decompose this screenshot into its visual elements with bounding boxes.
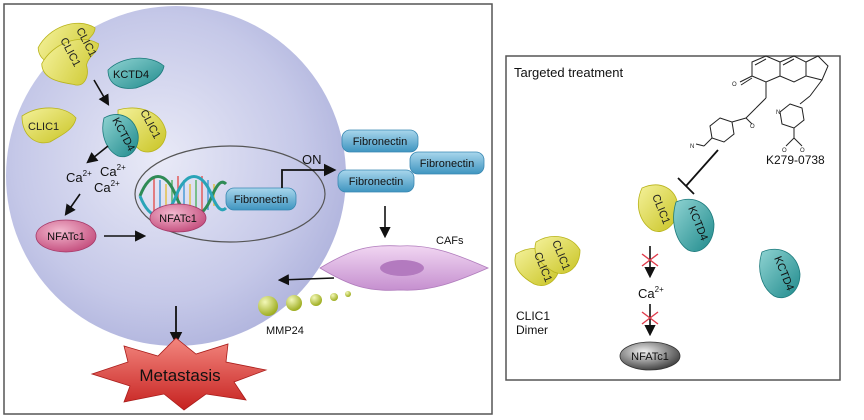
on-label: ON bbox=[302, 152, 322, 167]
kctd4-free-right: KCTD4 bbox=[759, 248, 801, 299]
svg-text:N: N bbox=[776, 110, 780, 116]
calcium-ions: Ca2+ Ca2+ Ca2+ bbox=[66, 163, 126, 195]
right-panel-title: Targeted treatment bbox=[514, 65, 624, 80]
k279-0738-atom-labels: O O N N O O bbox=[690, 82, 805, 154]
fibronectin-label: Fibronectin bbox=[420, 158, 474, 170]
nucleus bbox=[134, 145, 326, 243]
clic1-dimer-top: CLIC1 CLIC1 bbox=[37, 23, 100, 86]
nfatc1-label: NFATc1 bbox=[47, 231, 85, 243]
k279-0738-structure bbox=[695, 55, 829, 147]
calcium-label: Ca2+ bbox=[100, 163, 126, 179]
tumor-cell bbox=[6, 6, 346, 346]
svg-text:O: O bbox=[732, 82, 737, 88]
compound-label: K279-0738 bbox=[766, 153, 825, 167]
fibronectin-label: Fibronectin bbox=[353, 136, 407, 148]
cafs-label: CAFs bbox=[436, 235, 464, 247]
metastasis-burst: Metastasis bbox=[90, 337, 268, 411]
calcium-label: Ca2+ bbox=[638, 285, 664, 301]
calcium-label: Ca2+ bbox=[66, 169, 92, 185]
block-cross-icon bbox=[641, 253, 659, 267]
calcium-arrow bbox=[86, 145, 109, 164]
fibronectin-label: Fibronectin bbox=[349, 176, 403, 188]
metastasis-label: Metastasis bbox=[139, 366, 220, 385]
nfatc1-label: NFATc1 bbox=[159, 213, 197, 225]
nfatc1-activation-arrow bbox=[64, 193, 81, 216]
clic1-dimer-right: CLIC1 CLIC1 bbox=[514, 236, 581, 286]
fibronectin-gene: Fibronectin bbox=[225, 187, 297, 211]
mmp24-particles bbox=[258, 291, 351, 316]
nfatc1-nuclear: NFATc1 bbox=[149, 203, 207, 233]
caf-feedback-arrow bbox=[277, 274, 335, 286]
kctd4-treated: KCTD4 bbox=[673, 198, 715, 252]
calcium-label: Ca2+ bbox=[94, 179, 120, 195]
clic1-treated: CLIC1 bbox=[638, 184, 679, 232]
kctd4-monomer-top: KCTD4 bbox=[107, 57, 165, 89]
clic1-monomer-left: CLIC1 bbox=[21, 107, 77, 144]
svg-text:O: O bbox=[782, 148, 787, 154]
clic1-label: CLIC1 bbox=[28, 121, 59, 133]
binding-arrow bbox=[93, 79, 110, 106]
kctd4-label: KCTD4 bbox=[113, 69, 149, 81]
fibronectin-label: Fibronectin bbox=[234, 194, 288, 206]
block-cross-icon bbox=[641, 311, 659, 325]
nfatc1-inactive: NFATc1 bbox=[619, 341, 681, 371]
nfatc1-cytoplasm: NFATc1 bbox=[35, 219, 97, 253]
fibronectin-secreted-3: Fibronectin bbox=[337, 169, 415, 193]
svg-text:O: O bbox=[750, 124, 755, 130]
fibronectin-secreted-2: Fibronectin bbox=[409, 151, 485, 175]
inhibition-bar bbox=[677, 149, 719, 195]
svg-text:N: N bbox=[690, 144, 694, 150]
dimer-caption-line1: CLIC1 bbox=[516, 309, 550, 323]
transcription-on-arrow bbox=[281, 163, 337, 188]
nfatc1-label: NFATc1 bbox=[631, 351, 669, 363]
svg-text:O: O bbox=[800, 148, 805, 154]
caf-cell bbox=[319, 245, 489, 291]
fibronectin-secreted-1: Fibronectin bbox=[341, 129, 419, 153]
mmp24-label: MMP24 bbox=[266, 325, 304, 337]
dimer-caption-line2: Dimer bbox=[516, 323, 548, 337]
kctd4-clic1-complex: CLIC1 KCTD4 bbox=[102, 107, 167, 158]
